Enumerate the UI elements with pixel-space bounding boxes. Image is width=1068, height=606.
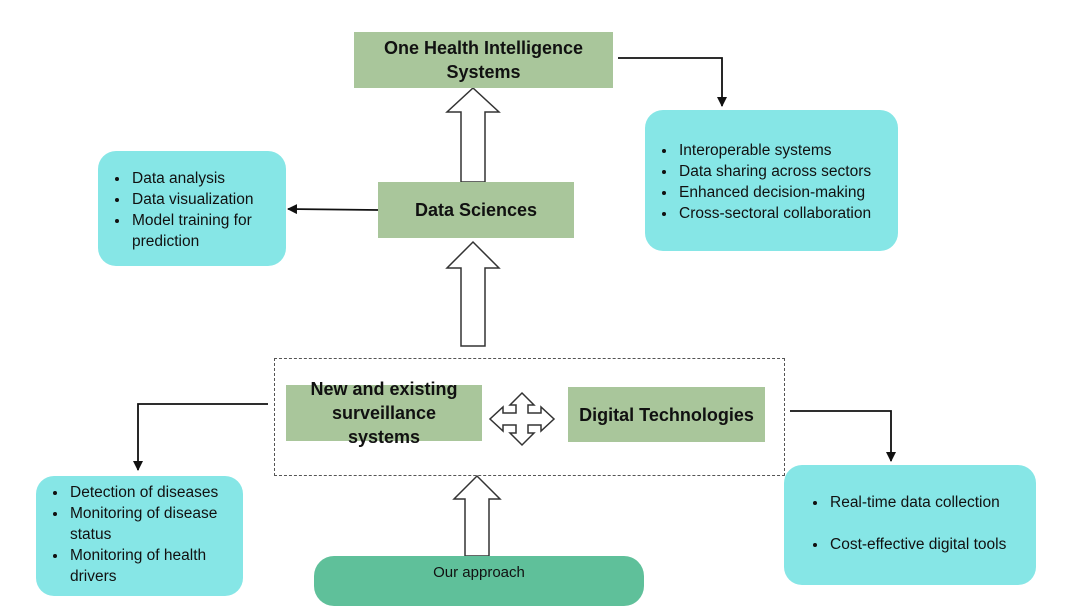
one-health-list: Interoperable systems Data sharing acros…	[657, 140, 890, 224]
connectors	[133, 57, 896, 557]
our-approach-box: Our approach	[314, 556, 644, 606]
one-health-label: One Health Intelligence Systems	[383, 38, 584, 82]
surveillance-list-box: Detection of diseases Monitoring of dise…	[36, 476, 243, 596]
list-item: Model training for prediction	[130, 210, 278, 252]
one-health-list-box: Interoperable systems Data sharing acros…	[645, 110, 898, 251]
digital-list-box: Real-time data collection Cost-effective…	[784, 465, 1036, 585]
surveillance-label: New and existing surveillance systems	[310, 379, 458, 447]
data-sciences-box: Data Sciences	[378, 182, 574, 238]
list-item: Data visualization	[130, 189, 278, 210]
list-item: Data sharing across sectors	[677, 161, 890, 182]
connector-digital-to-list	[790, 410, 896, 462]
connector-dashed-to-surveillance-list	[133, 403, 268, 471]
our-approach-label: Our approach	[433, 564, 525, 581]
digital-list: Real-time data collection Cost-effective…	[808, 492, 1028, 555]
list-item: Monitoring of health drivers	[68, 545, 235, 587]
surveillance-box: New and existing surveillance systems	[286, 379, 482, 447]
block-arrow-dashed-to-datasci	[445, 240, 501, 347]
connector-onehealth-to-list	[618, 57, 727, 107]
list-item: Detection of diseases	[68, 482, 235, 503]
surveillance-list: Detection of diseases Monitoring of dise…	[48, 482, 235, 587]
list-item: Real-time data collection	[828, 492, 1028, 513]
list-item: Cross-sectoral collaboration	[677, 203, 890, 224]
one-health-intelligence-box: One Health Intelligence Systems	[354, 32, 613, 88]
data-sciences-list: Data analysis Data visualization Model t…	[110, 168, 278, 252]
digital-technologies-box: Digital Technologies	[568, 387, 765, 442]
list-item: Data analysis	[130, 168, 278, 189]
list-item: Enhanced decision-making	[677, 182, 890, 203]
block-arrow-approach-to-dashed	[452, 474, 502, 557]
connector-datasci-to-list	[287, 204, 379, 215]
block-arrow-datasci-to-onehealth	[445, 86, 501, 183]
dashed-group-frame	[274, 358, 785, 476]
list-item: Cost-effective digital tools	[828, 534, 1028, 555]
list-item: Interoperable systems	[677, 140, 890, 161]
data-sciences-label: Data Sciences	[414, 200, 538, 220]
four-way-arrow-icon	[488, 391, 556, 447]
data-sciences-list-box: Data analysis Data visualization Model t…	[98, 151, 286, 266]
digital-technologies-label: Digital Technologies	[579, 404, 754, 425]
list-item: Monitoring of disease status	[68, 503, 235, 545]
